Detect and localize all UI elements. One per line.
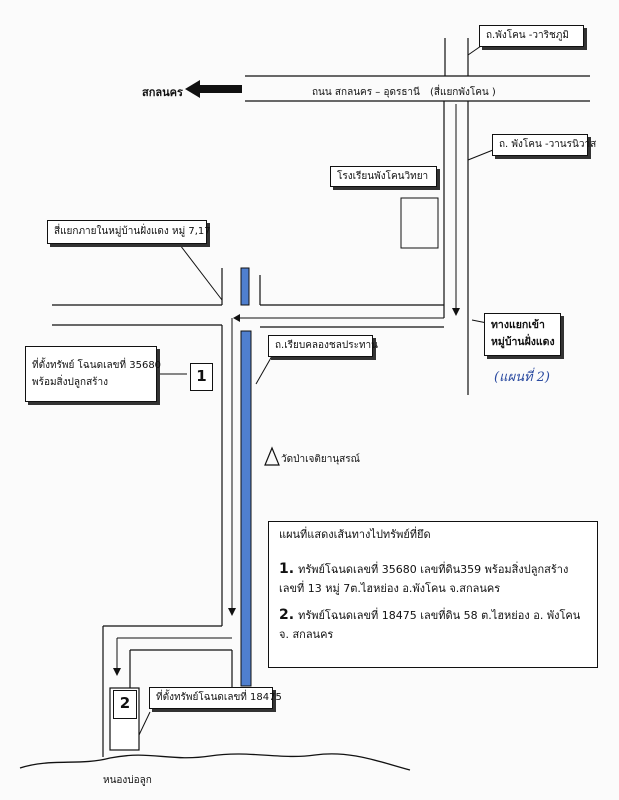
school-building bbox=[400, 197, 439, 249]
arrow-down-icon bbox=[113, 668, 121, 676]
arrow-down-icon bbox=[452, 308, 460, 316]
leader-road-wari bbox=[467, 45, 482, 56]
property-1-callout: ที่ตั้งทรัพย์ โฉนดเลขที่ 35680 พร้อมสิ่ง… bbox=[25, 346, 162, 402]
leader-village-junction bbox=[179, 244, 223, 301]
leader-road-wanon bbox=[467, 149, 494, 161]
canal bbox=[240, 330, 252, 687]
road-wanon-callout: ถ. พังโคน -วานรนิวาส bbox=[492, 134, 596, 156]
main-road-junction-label: (สี่แยกพังโคน ) bbox=[430, 87, 496, 98]
city-label: สกลนคร bbox=[142, 86, 183, 99]
legend-item-2: 2.ทรัพย์โฉนดเลขที่ 18475 เลขที่ดิน 58 ต.… bbox=[279, 606, 587, 644]
entrance-line2: หมู่บ้านฝั่งแดง bbox=[491, 336, 555, 348]
canal-north-stub bbox=[240, 267, 250, 306]
legend-item-2-text: ทรัพย์โฉนดเลขที่ 18475 เลขที่ดิน 58 ต.ไฮ… bbox=[279, 609, 581, 641]
legend-item-1-text: ทรัพย์โฉนดเลขที่ 35680 เลขที่ดิน359 พร้อ… bbox=[279, 563, 569, 595]
temple-label: วัดป่าเจติยานุสรณ์ bbox=[281, 454, 360, 465]
village-junction-callout: สี่แยกภายในหมู่บ้านฝั่งแดง หมู่ 7,17 bbox=[47, 220, 211, 244]
legend-box: แผนที่แสดงเส้นทางไปทรัพย์ที่ยึด 1.ทรัพย์… bbox=[268, 521, 598, 668]
leader-property-2 bbox=[138, 711, 151, 736]
arrow-left-icon bbox=[185, 80, 242, 98]
legend-item-2-number: 2. bbox=[279, 607, 295, 623]
marker-2: 2 bbox=[113, 690, 137, 719]
property-2-callout: ที่ตั้งทรัพย์โฉนดเลขที่ 18475 bbox=[149, 687, 282, 709]
arrow-left-small-icon bbox=[233, 314, 240, 322]
main-road-label: ถนน สกลนคร – อุดรธานี bbox=[312, 87, 420, 98]
canal-road-callout: ถ.เรียบคลองชลประทาน bbox=[268, 335, 378, 357]
marker-1: 1 bbox=[190, 363, 213, 391]
pond-label: หนองบ่อลูก bbox=[103, 775, 152, 786]
entrance-line1: ทางแยกเข้า bbox=[491, 319, 545, 331]
pond-shoreline bbox=[19, 753, 411, 771]
arrow-down-icon bbox=[228, 608, 236, 616]
prop1-line1: ที่ตั้งทรัพย์ โฉนดเลขที่ 35680 bbox=[32, 360, 162, 371]
school-callout: โรงเรียนพังโคนวิทยา bbox=[330, 166, 437, 187]
legend-title: แผนที่แสดงเส้นทางไปทรัพย์ที่ยึด bbox=[279, 528, 431, 541]
village-entrance-callout: ทางแยกเข้า หมู่บ้านฝั่งแดง bbox=[484, 313, 561, 356]
entrance-handwritten-note: (แผนที่ 2) bbox=[494, 370, 550, 385]
legend-item-1: 1.ทรัพย์โฉนดเลขที่ 35680 เลขที่ดิน359 พร… bbox=[279, 560, 587, 598]
prop1-line2: พร้อมสิ่งปลูกสร้าง bbox=[32, 377, 109, 388]
temple-icon bbox=[264, 446, 280, 466]
legend-item-1-number: 1. bbox=[279, 561, 295, 577]
road-wari-callout: ถ.พังโคน -วาริชภูมิ bbox=[479, 25, 584, 47]
